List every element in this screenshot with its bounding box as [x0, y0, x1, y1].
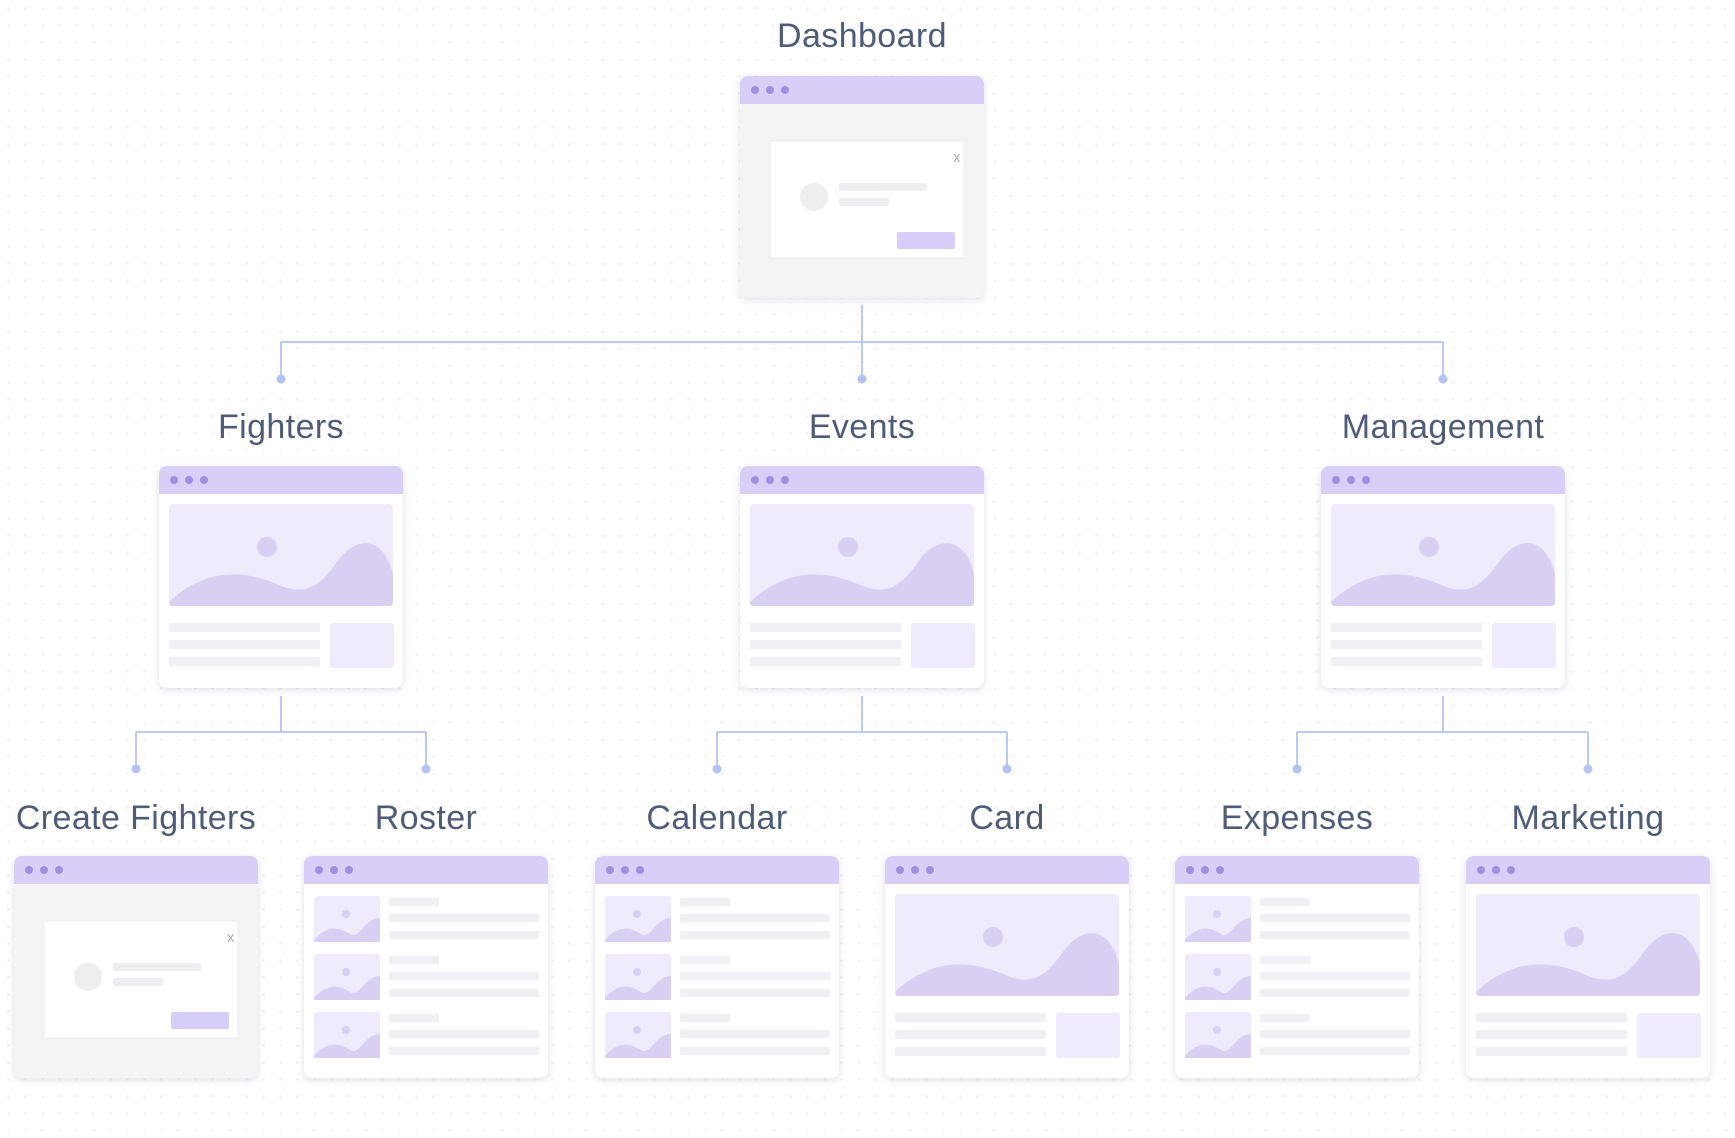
page-wireframe-thumbnail — [885, 856, 1129, 1078]
page-wireframe-thumbnail — [159, 466, 403, 688]
page-wireframe-thumbnail: x — [740, 76, 984, 298]
node-label: Roster — [374, 799, 478, 837]
connector-node-dot — [131, 764, 141, 774]
page-wireframe-thumbnail — [1175, 856, 1419, 1078]
page-wireframe-thumbnail — [1466, 856, 1710, 1078]
node-label: Calendar — [646, 799, 788, 837]
connector-node-dot — [1002, 764, 1012, 774]
node-label: Fighters — [217, 408, 345, 446]
node-label: Events — [808, 408, 916, 446]
connector-node-dot — [857, 374, 867, 384]
node-label: Management — [1341, 408, 1545, 446]
connector-node-dot — [276, 374, 286, 384]
node-label: Dashboard — [777, 17, 947, 55]
node-label: Create Fighters — [15, 799, 257, 837]
page-wireframe-thumbnail — [740, 466, 984, 688]
page-wireframe-thumbnail — [595, 856, 839, 1078]
connector-node-dot — [421, 764, 431, 774]
svg-text:x: x — [953, 149, 961, 166]
connector-node-dot — [712, 764, 722, 774]
node-label: Marketing — [1511, 799, 1665, 837]
page-wireframe-thumbnail — [304, 856, 548, 1078]
svg-text:x: x — [227, 929, 235, 946]
node-label: Expenses — [1220, 799, 1374, 837]
node-label: Card — [969, 799, 1045, 837]
connector-node-dot — [1583, 764, 1593, 774]
page-wireframe-thumbnail: x — [14, 856, 258, 1078]
connector-node-dot — [1292, 764, 1302, 774]
connector-node-dot — [1438, 374, 1448, 384]
page-wireframe-thumbnail — [1321, 466, 1565, 688]
